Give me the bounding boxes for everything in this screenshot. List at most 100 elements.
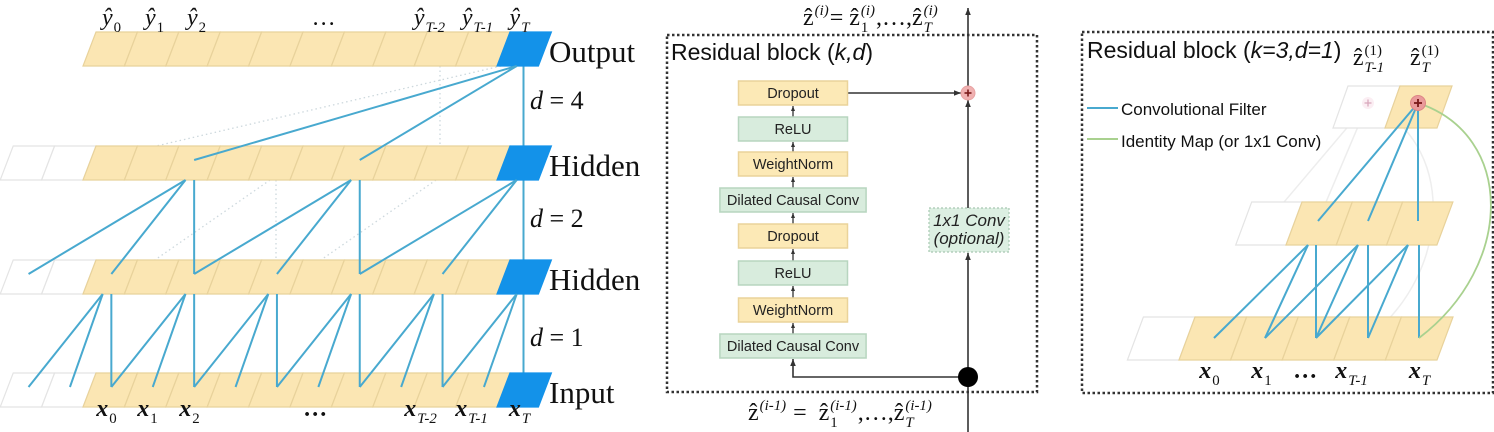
block-dilated-causal-conv: Dilated Causal Conv bbox=[719, 333, 867, 359]
filter-output-to-hidden bbox=[1317, 102, 1419, 222]
block-output-formula-superscript: (i) bbox=[861, 3, 875, 19]
block-frame bbox=[737, 151, 849, 177]
filter-link bbox=[1317, 102, 1419, 222]
panel-c-layers bbox=[1126, 85, 1454, 361]
input-label-subscript: T bbox=[522, 411, 532, 427]
filter-link bbox=[69, 293, 104, 388]
input-label-subscript: 1 bbox=[150, 411, 157, 427]
example-input-label-subscript: 1 bbox=[1264, 373, 1271, 389]
example-output-label-superscript: (1) bbox=[1365, 43, 1382, 59]
example-input-label-subscript: T bbox=[1422, 373, 1432, 389]
legend-item-identity-map: Identity Map (or 1x1 Conv) bbox=[1087, 132, 1321, 151]
filter-link bbox=[1315, 244, 1359, 339]
timestep-cell bbox=[1385, 201, 1454, 246]
skip-conv-label: 1x1 Conv bbox=[933, 211, 1006, 230]
filter-link bbox=[1213, 244, 1309, 339]
add-icon-inactive bbox=[1362, 97, 1374, 109]
conv-branch-path bbox=[790, 359, 968, 378]
example-layer-hidden bbox=[1234, 201, 1454, 246]
output-label-symbol: ŷ bbox=[185, 5, 198, 31]
input-label-symbol: x bbox=[178, 396, 191, 422]
block-input-formula-subscript: 1 bbox=[830, 415, 837, 431]
skip-conv-box: 1x1 Conv (optional) bbox=[928, 207, 1010, 253]
block-output-formula-subscript: T bbox=[924, 20, 934, 36]
example-input-label-symbol: x bbox=[1250, 358, 1263, 384]
block-output-formula-subscript: 1 bbox=[861, 20, 868, 36]
legend: Convolutional Filter Identity Map (or 1x… bbox=[1087, 100, 1321, 151]
block-output-formula-symbol: ẑ bbox=[912, 5, 923, 31]
filter-link bbox=[358, 293, 435, 388]
residual-block-formulas: ẑ(i)= ẑ(i)1,…,ẑ(i)Tẑ(i-1) = ẑ(i-1)1,…,ẑ(… bbox=[748, 3, 938, 431]
block-label: Dilated Causal Conv bbox=[727, 339, 860, 355]
output-label-symbol: ŷ bbox=[508, 5, 521, 31]
block-weightnorm: WeightNorm bbox=[737, 151, 849, 177]
layer-label-hidden-1: Hidden bbox=[549, 148, 641, 183]
layer-input bbox=[0, 372, 553, 408]
layer-hidden-2 bbox=[0, 259, 553, 295]
legend-item-convolutional-filter: Convolutional Filter bbox=[1087, 100, 1267, 119]
filter-link bbox=[1264, 244, 1309, 339]
dilation-label-2: d = 2 bbox=[530, 204, 584, 233]
example-block-boundary bbox=[1080, 30, 1494, 395]
inactive-connection-hint bbox=[317, 179, 437, 263]
filter-link bbox=[359, 65, 518, 161]
block-output-formula-symbol: ,…, bbox=[876, 5, 912, 31]
example-input-label-symbol: x bbox=[1198, 358, 1211, 384]
block-label: Dropout bbox=[767, 229, 819, 245]
input-label-symbol: x bbox=[403, 396, 416, 422]
block-output-formula-symbol: ẑ bbox=[849, 5, 860, 31]
timestep-cell bbox=[1384, 316, 1454, 361]
block-label: Dilated Causal Conv bbox=[727, 193, 860, 209]
identity-map-link bbox=[1417, 102, 1492, 339]
example-output-label-subscript: T-1 bbox=[1365, 60, 1385, 76]
active-timestep-cell bbox=[496, 31, 553, 67]
example-input-label-symbol: … bbox=[1294, 358, 1318, 384]
filter-link bbox=[110, 293, 187, 388]
block-output-formula-superscript: (i) bbox=[815, 3, 829, 19]
panel-c-residual-block-example: Residual block (k=3,d=1) Convolutional F… bbox=[1080, 30, 1494, 395]
layer-label-input: Input bbox=[549, 375, 615, 410]
add-icon bbox=[1410, 95, 1426, 111]
block-output-formula-symbol: = bbox=[830, 5, 850, 31]
filter-link bbox=[441, 293, 518, 388]
block-frame bbox=[719, 187, 867, 213]
legend-label: Identity Map (or 1x1 Conv) bbox=[1121, 132, 1321, 151]
output-label-subscript: T bbox=[521, 20, 531, 36]
panel-c-connections bbox=[1213, 95, 1492, 339]
block-dilated-causal-conv: Dilated Causal Conv bbox=[719, 187, 867, 213]
filter-link bbox=[151, 293, 187, 388]
block-output-formula-symbol: ẑ bbox=[803, 5, 814, 31]
output-label-symbol: … bbox=[313, 5, 334, 31]
panel-a-layers bbox=[0, 31, 553, 408]
block-dropout: Dropout bbox=[737, 223, 849, 249]
panel-c-title: Residual block (k=3,d=1) bbox=[1087, 37, 1341, 63]
input-label-subscript: 2 bbox=[192, 411, 199, 427]
block-input-formula: ẑ(i-1) = ẑ(i-1)1,…,ẑ(i-1)T bbox=[748, 398, 932, 431]
block-input-formula-symbol: ẑ bbox=[894, 400, 905, 426]
panel-b-title: Residual block (k,d) bbox=[671, 39, 873, 65]
block-label: Dropout bbox=[767, 86, 819, 102]
output-label-subscript: 0 bbox=[114, 20, 121, 36]
input-label: … bbox=[304, 396, 328, 422]
filter-link bbox=[1315, 244, 1409, 339]
dilation-label-4: d = 4 bbox=[530, 86, 584, 115]
input-label-symbol: x bbox=[136, 396, 149, 422]
filter-link bbox=[1264, 244, 1359, 339]
branch-point-icon bbox=[958, 367, 978, 387]
output-label-symbol: ŷ bbox=[460, 5, 473, 31]
legend-label: Convolutional Filter bbox=[1121, 100, 1267, 119]
filter-link bbox=[28, 179, 187, 275]
filter-link bbox=[400, 293, 435, 388]
output-label-subscript: 1 bbox=[157, 20, 164, 36]
filter-link bbox=[276, 293, 352, 388]
